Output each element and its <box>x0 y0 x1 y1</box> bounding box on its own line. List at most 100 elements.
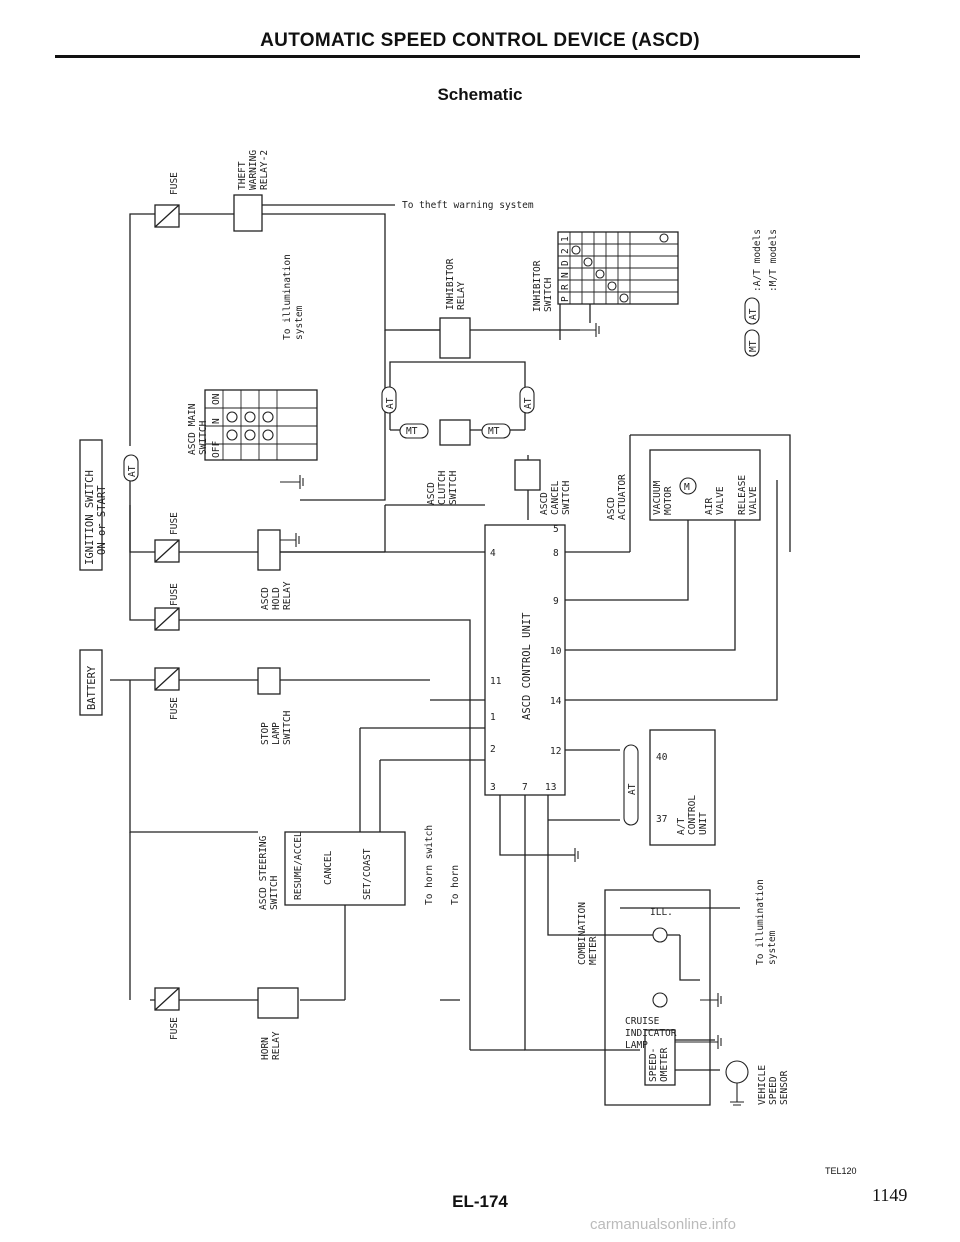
pin-12: 12 <box>550 746 561 757</box>
main-switch-box <box>204 389 318 461</box>
release-valve-label-2: VALVE <box>748 486 759 515</box>
wires <box>110 204 791 1106</box>
grid-lines <box>205 232 678 460</box>
main-col-off: OFF <box>211 441 222 458</box>
hold-relay-box <box>257 529 281 571</box>
fuses <box>154 204 180 1011</box>
at-badge-ignition <box>123 454 139 482</box>
pin-14: 14 <box>550 696 562 707</box>
figure-reference: TEL120 <box>825 1166 857 1176</box>
mt-badge-left-text: MT <box>406 426 418 437</box>
vss-label-1: VEHICLE <box>757 1065 768 1105</box>
fuse-label-3: FUSE <box>169 583 180 606</box>
ill-lamp-symbol <box>652 927 668 943</box>
steering-label-2: SWITCH <box>269 875 280 910</box>
at-pin-37: 37 <box>656 814 667 825</box>
at-badge-left <box>381 386 397 414</box>
hold-relay-label-1: ASCD <box>260 587 271 610</box>
vss-label-2: SPEED <box>768 1076 779 1105</box>
inhibitor-col-1: 1 <box>560 236 571 242</box>
fuse-label-5: FUSE <box>169 1017 180 1040</box>
at-badge-ignition-text: AT <box>127 465 138 477</box>
page-title: AUTOMATIC SPEED CONTROL DEVICE (ASCD) <box>260 30 700 51</box>
manual-page-number: 1149 <box>872 1185 908 1205</box>
vss-label-3: SENSOR <box>779 1070 790 1105</box>
cruise-label-2: INDICATOR <box>625 1028 677 1039</box>
mt-badge-right-text: MT <box>488 426 500 437</box>
legend-mt-text: :M/T models <box>768 229 779 292</box>
vacuum-motor-symbol <box>679 477 697 495</box>
pin-3: 3 <box>490 782 496 793</box>
main-col-n: N <box>211 418 222 424</box>
release-valve-label-1: RELEASE <box>737 475 748 515</box>
ignition-switch-label-1: IGNITION SWITCH <box>84 470 96 565</box>
legend-mt-badge <box>744 329 760 357</box>
ignition-switch-label-2: ON or START <box>96 485 108 555</box>
at-badge-control-unit <box>623 744 639 826</box>
main-switch-label-2: SWITCH <box>198 420 209 455</box>
to-horn-label: To horn <box>450 865 461 905</box>
cancel-label-1: ASCD <box>539 492 550 515</box>
actuator-label-2: ACTUATOR <box>617 474 628 520</box>
mt-badge-left <box>399 423 429 439</box>
stop-lamp-label-3: SWITCH <box>282 710 293 745</box>
illum-right-label-2: system <box>767 930 778 965</box>
vacuum-motor-m: M <box>684 482 690 493</box>
pin-2: 2 <box>490 744 496 755</box>
cruise-lamp-symbol <box>652 992 668 1008</box>
air-valve-label-1: AIR <box>704 498 715 515</box>
comb-meter-label-2: METER <box>588 936 599 965</box>
control-unit-label: ASCD CONTROL UNIT <box>521 612 533 720</box>
inhibitor-switch-label-1: INHIBITOR <box>532 260 543 312</box>
vacuum-motor-label-1: VACUUM <box>652 480 663 515</box>
fuse-label-4: FUSE <box>169 697 180 720</box>
hold-relay-label-2: HOLD <box>271 587 282 610</box>
comb-meter-label-1: COMBINATION <box>577 902 588 965</box>
legend-at-badge <box>744 297 760 325</box>
ill-label: ILL. <box>650 907 673 918</box>
mt-badge-right <box>481 423 511 439</box>
main-col-on: ON <box>211 393 222 405</box>
pin-1: 1 <box>490 712 496 723</box>
horn-relay-label-2: RELAY <box>271 1031 282 1060</box>
theft-relay-label-3: RELAY-2 <box>259 150 270 190</box>
speedometer-label-1: SPEED- <box>648 1048 659 1082</box>
fuse-label-2: FUSE <box>169 512 180 535</box>
theft-relay-label-1: THEFT <box>237 161 248 190</box>
at-badge-right <box>519 386 535 414</box>
clutch-label-1: ASCD <box>426 482 437 505</box>
inhibitor-col-n: N <box>560 272 571 278</box>
clutch-label-2: CLUTCH <box>437 470 448 505</box>
inhibitor-col-r: R <box>560 284 571 290</box>
pin-11: 11 <box>490 676 502 687</box>
at-pin-40: 40 <box>656 752 668 763</box>
theft-relay-label-2: WARNING <box>248 150 259 190</box>
to-theft-label: To theft warning system <box>402 200 534 211</box>
steering-label-1: ASCD STEERING <box>258 835 269 910</box>
cancel-switch-box <box>514 459 541 491</box>
illum-right-label-1: To illumination <box>755 879 766 965</box>
cruise-label-3: LAMP <box>625 1040 648 1051</box>
battery-label: BATTERY <box>86 665 98 710</box>
fuse-label-1: FUSE <box>169 172 180 195</box>
ground-symbols <box>280 323 744 1106</box>
stop-lamp-label-1: STOP <box>260 722 271 745</box>
steer-resume: RESUME/ACCEL <box>293 831 304 900</box>
ignition-switch-box <box>79 439 103 571</box>
at-cu-label-2: CONTROL <box>687 795 698 835</box>
vacuum-motor-label-2: MOTOR <box>663 486 674 515</box>
clutch-label-3: SWITCH <box>448 470 459 505</box>
legend-at-badge-text: AT <box>748 308 759 320</box>
pin-5: 5 <box>553 524 559 535</box>
legend-mt-badge-text: MT <box>748 340 759 352</box>
at-cu-label-3: UNIT <box>698 812 709 835</box>
steer-cancel: CANCEL <box>323 850 334 885</box>
actuator-box <box>649 449 761 521</box>
theft-relay-box <box>233 194 263 232</box>
air-valve-label-2: VALVE <box>715 486 726 515</box>
watermark: carmanualsonline.info <box>590 1216 736 1233</box>
inhibitor-col-p: P <box>560 296 571 302</box>
speedometer-label-2: OMETER <box>659 1047 670 1082</box>
pin-9: 9 <box>553 596 559 607</box>
at-cu-label-1: A/T <box>676 818 687 835</box>
